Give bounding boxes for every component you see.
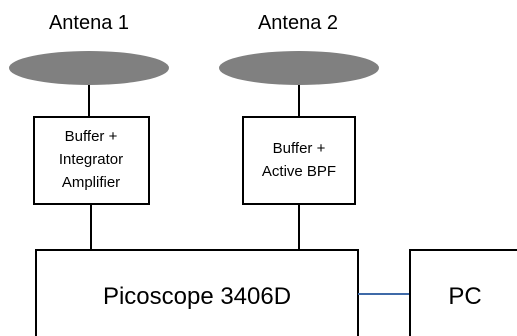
buffer-integrator-line-1: Buffer + — [65, 128, 118, 145]
picoscope-label: Picoscope 3406D — [103, 283, 291, 310]
pc-label: PC — [448, 283, 481, 310]
buffer-bpf-box — [242, 116, 356, 205]
buffer-integrator-line-3: Amplifier — [62, 174, 120, 191]
antenna-2-label: Antena 2 — [258, 12, 338, 34]
buffer-bpf-line-1: Buffer + — [273, 140, 326, 157]
antenna-2 — [219, 51, 379, 85]
picoscope-box — [35, 249, 359, 336]
buffer-integrator-box — [33, 116, 150, 205]
buffer-bpf-line-2: Active BPF — [262, 163, 336, 180]
antenna-1 — [9, 51, 169, 85]
pc-box — [409, 249, 517, 336]
buffer-integrator-line-2: Integrator — [59, 151, 123, 168]
antenna-1-label: Antena 1 — [49, 12, 129, 34]
